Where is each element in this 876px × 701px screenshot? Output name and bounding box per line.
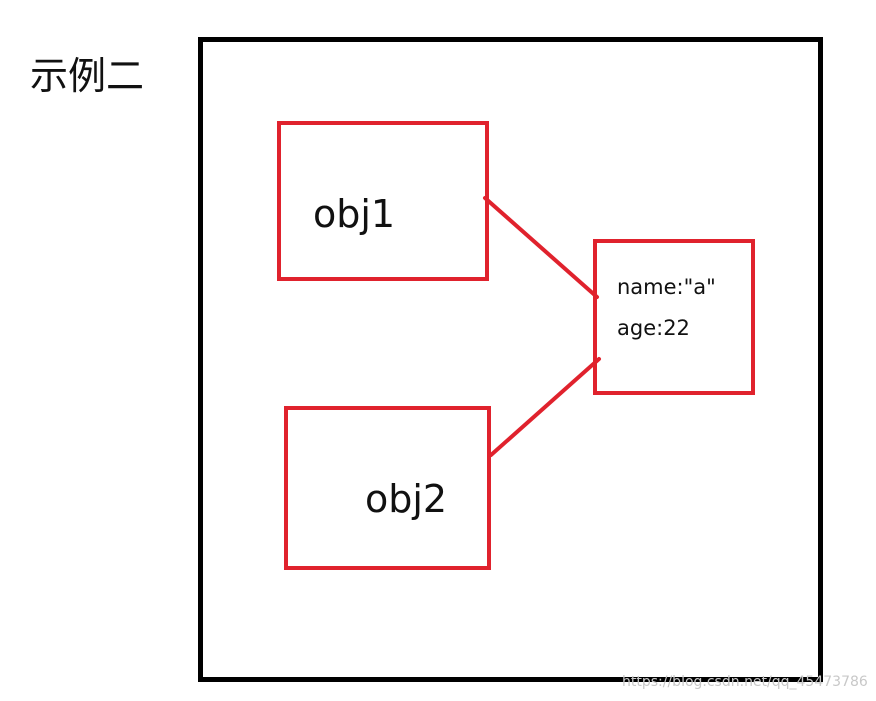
memory-frame — [198, 37, 823, 682]
obj1-label: obj1 — [313, 192, 396, 236]
watermark: https://blog.csdn.net/qq_45473786 — [622, 674, 868, 690]
shared-object-name: name:"a" — [617, 275, 716, 299]
shared-object-box — [593, 239, 755, 395]
obj2-box — [284, 406, 491, 570]
obj2-label: obj2 — [365, 477, 448, 521]
shared-object-age: age:22 — [617, 316, 690, 340]
diagram-title: 示例二 — [30, 54, 145, 98]
